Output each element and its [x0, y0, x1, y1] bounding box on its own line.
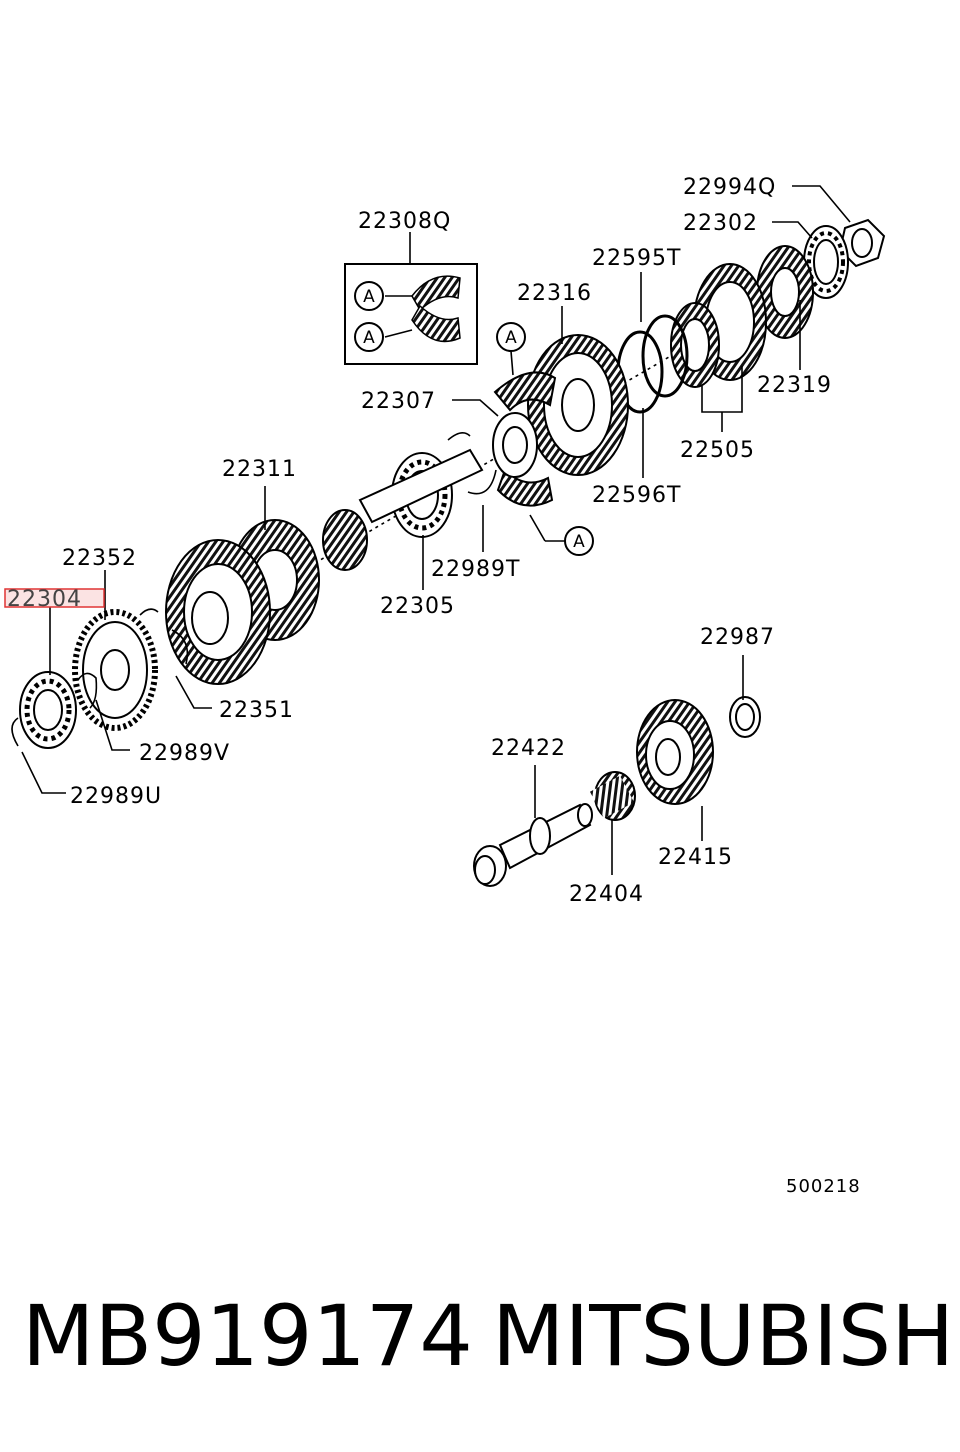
- washer-22987[interactable]: [729, 696, 761, 738]
- label-22308Q[interactable]: 22308Q: [358, 209, 451, 234]
- bearing-front[interactable]: [19, 671, 77, 749]
- gear-22319[interactable]: [756, 245, 814, 339]
- needle-bearing-22404[interactable]: [589, 771, 636, 821]
- caption-part-number: MB919174: [22, 1287, 473, 1385]
- callout-a-lower: A: [529, 514, 594, 556]
- label-22994Q[interactable]: 22994Q: [683, 175, 776, 200]
- label-22304[interactable]: 22304: [7, 587, 82, 612]
- label-22989V[interactable]: 22989V: [139, 741, 230, 766]
- svg-text:A: A: [505, 328, 517, 348]
- label-22319[interactable]: 22319: [757, 373, 832, 398]
- label-22307[interactable]: 22307: [361, 389, 436, 414]
- synchronizer-22505[interactable]: [670, 263, 767, 388]
- leader-lines: [21, 185, 851, 875]
- highlight-box-22304: [4, 588, 105, 608]
- label-22595T[interactable]: 22595T: [592, 246, 681, 271]
- idler-gear-22415[interactable]: [636, 699, 714, 805]
- gear-22316[interactable]: [527, 334, 629, 476]
- collar-22307[interactable]: [492, 412, 538, 478]
- label-22302[interactable]: 22302: [683, 211, 758, 236]
- snap-ring-22989V[interactable]: [77, 672, 98, 709]
- label-22352[interactable]: 22352: [62, 546, 137, 571]
- idler-shaft-22422[interactable]: [473, 803, 593, 887]
- label-22987[interactable]: 22987: [700, 625, 775, 650]
- label-22596T[interactable]: 22596T: [592, 483, 681, 508]
- needle-bearing-upper[interactable]: [493, 371, 557, 412]
- label-22989U[interactable]: 22989U: [70, 784, 162, 809]
- label-22311[interactable]: 22311: [222, 457, 297, 482]
- snap-ring-22351[interactable]: [139, 608, 189, 665]
- callout-letter: A: [363, 328, 375, 348]
- label-22505[interactable]: 22505: [680, 438, 755, 463]
- svg-text:A: A: [573, 532, 585, 552]
- snap-ring-22595T[interactable]: [641, 314, 689, 398]
- label-22422[interactable]: 22422: [491, 736, 566, 761]
- gear-22352[interactable]: [165, 539, 271, 685]
- bearing-22302[interactable]: [803, 225, 849, 299]
- reference-code: 500218: [786, 1176, 861, 1197]
- shaft-22311[interactable]: [230, 448, 484, 641]
- label-22404[interactable]: 22404: [569, 882, 644, 907]
- bearing-set-22308Q-box[interactable]: A A: [344, 263, 478, 365]
- callout-letter: A: [363, 287, 375, 307]
- label-22989T[interactable]: 22989T: [431, 557, 520, 582]
- part-labels: 22994Q 22302 22308Q 22595T 22316 22319 2…: [7, 175, 832, 907]
- label-22316[interactable]: 22316: [517, 281, 592, 306]
- label-22415[interactable]: 22415: [658, 845, 733, 870]
- snap-ring-22989U[interactable]: [11, 717, 19, 747]
- label-22305[interactable]: 22305: [380, 594, 455, 619]
- gear-22304[interactable]: [72, 609, 158, 731]
- snap-ring-22989T[interactable]: [447, 432, 497, 495]
- label-22351[interactable]: 22351: [219, 698, 294, 723]
- callout-a-upper: A: [496, 322, 526, 376]
- caption-brand: MITSUBISHI: [492, 1287, 960, 1385]
